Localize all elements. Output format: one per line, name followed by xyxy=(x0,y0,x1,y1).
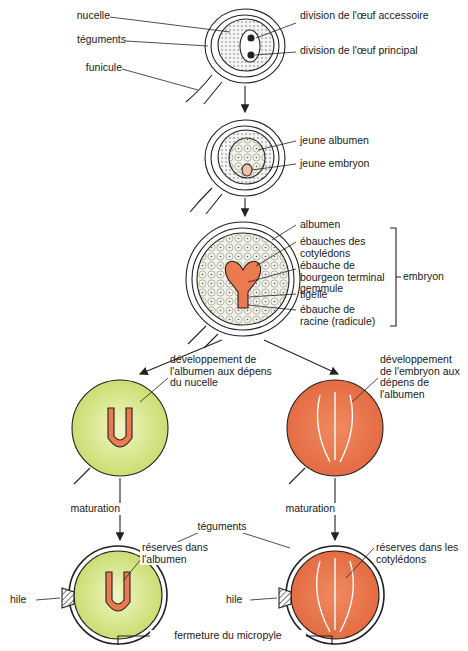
part-label: développement de l'embryon aux dépens de… xyxy=(380,354,464,400)
part-label: tigelle xyxy=(300,289,385,301)
part-label: jeune embryon xyxy=(300,158,420,170)
part-label: maturation xyxy=(64,503,122,515)
part-label: albumen xyxy=(300,219,385,231)
part-label: téguments xyxy=(72,34,126,46)
part-label: hile xyxy=(226,594,250,606)
part-label: réserves dans les cotylédons xyxy=(374,542,466,565)
part-label: division de l'œuf accessoire xyxy=(300,10,430,22)
part-label: téguments xyxy=(190,521,254,533)
part-label: fermeture du micropyle xyxy=(150,630,306,642)
part-label: ébauche de racine (radicule) xyxy=(300,304,385,327)
part-label: réserves dans l'albumen xyxy=(140,542,234,565)
part-label: embryon xyxy=(403,271,463,283)
part-label: ébauches des cotylédons xyxy=(300,236,385,259)
part-label: division de l'œuf principal xyxy=(300,45,430,57)
part-label: maturation xyxy=(279,503,337,515)
part-label: hile xyxy=(10,594,36,606)
part-label: jeune albumen xyxy=(300,135,420,147)
part-label: nucelle xyxy=(70,10,110,22)
part-label: développement de l'albumen aux dépens du… xyxy=(170,354,275,389)
part-label: funicule xyxy=(72,62,122,74)
